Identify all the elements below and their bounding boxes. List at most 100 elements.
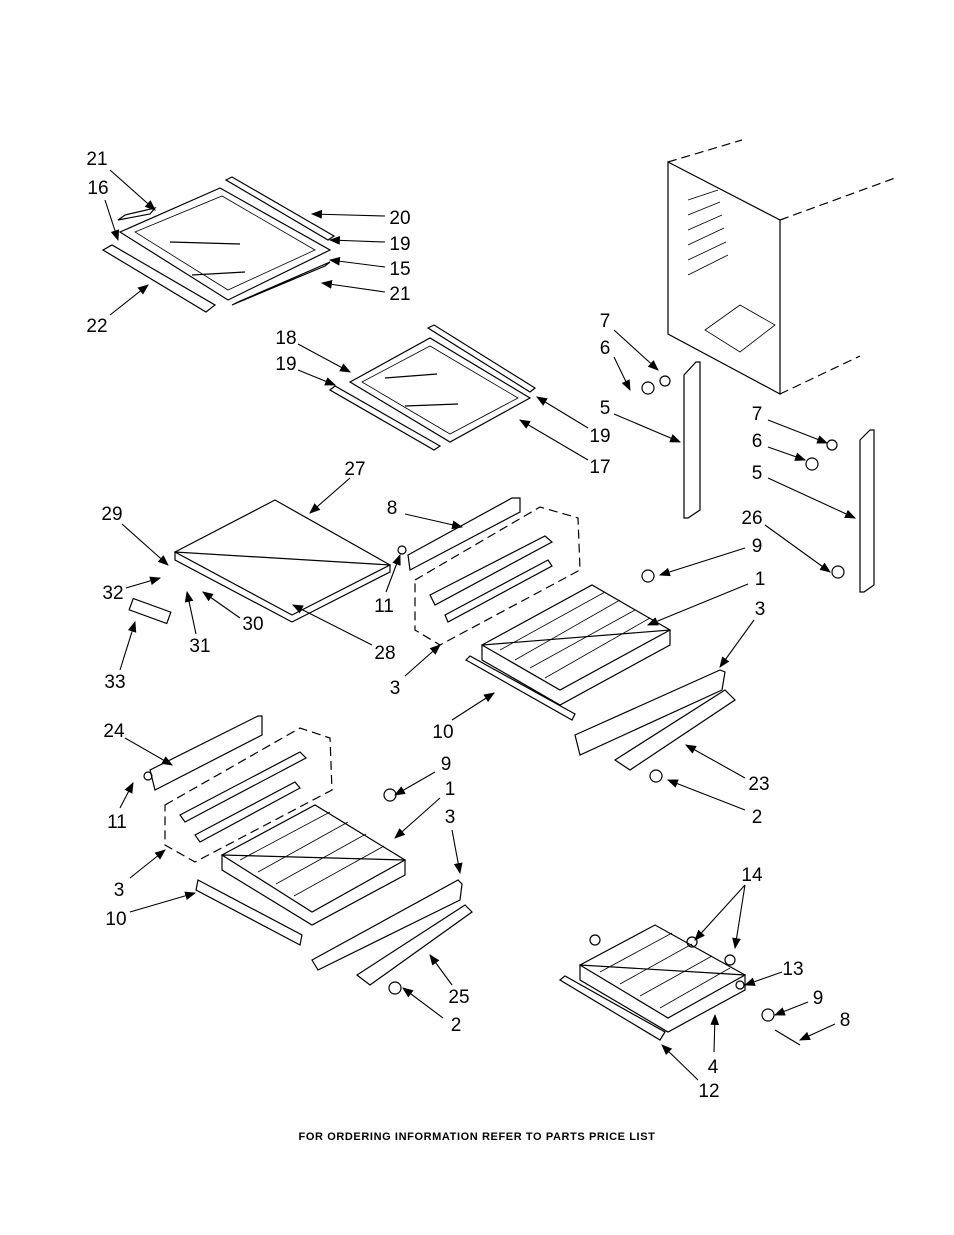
callout-number: 9 [752,536,763,557]
callout-number: 10 [105,909,126,930]
callout-3: 3 [390,644,441,699]
leader-arrow [328,235,386,245]
leader-arrow [767,446,807,461]
crisper-cover [128,499,392,625]
leader-arrow [773,1001,809,1016]
leader-arrow [109,169,156,211]
callout-11: 11 [107,782,134,833]
upper-glass-shelf-assembly [101,176,336,313]
vertical-rails [641,361,875,593]
callout-1: 1 [394,779,456,839]
callout-4: 4 [708,1013,720,1078]
callout-number: 16 [87,178,108,199]
lower-glass-shelf-assembly [328,324,537,451]
callout-19: 19 [328,234,411,255]
callout-number: 17 [589,457,610,478]
callout-5: 5 [600,398,682,443]
callout-9: 9 [658,536,763,577]
callout-30: 30 [202,591,264,635]
leader-arrow [661,1044,699,1081]
leader-arrow [613,413,682,443]
callout-number: 20 [389,208,410,229]
callout-27: 27 [309,459,366,514]
callout-number: 2 [451,1015,462,1036]
callout-5: 5 [752,463,856,519]
callout-number: 6 [600,338,611,359]
leader-arrow [719,619,755,668]
callout-number: 23 [748,774,769,795]
cabinet-liner [667,139,896,396]
callout-number: 2 [752,807,763,828]
bottom-tray-assembly [558,924,801,1046]
callout-number: 4 [708,1057,719,1078]
callout-number: 9 [441,754,452,775]
lower-drawer-slides [143,715,333,863]
leader-arrow [394,771,436,796]
leader-arrow [404,644,441,677]
callout-14: 14 [694,865,763,950]
callout-10: 10 [105,891,197,930]
callout-number: 28 [374,643,395,664]
callout-22: 22 [86,284,149,337]
callout-13: 13 [743,959,804,986]
leader-arrow [121,523,169,566]
callout-number: 7 [600,311,611,332]
leader-arrow [124,737,173,766]
callout-33: 33 [104,620,137,693]
callout-19: 19 [275,354,337,386]
callout-18: 18 [275,328,351,373]
callout-number: 26 [741,508,762,529]
leader-arrow [109,284,149,316]
ordering-footer-note: FOR ORDERING INFORMATION REFER TO PARTS … [298,1131,656,1143]
callout-number: 29 [101,504,122,525]
upper-wine-drawer [465,569,736,783]
callout-number: 13 [782,959,803,980]
leader-arrow [429,954,453,986]
callout-number: 25 [448,987,469,1008]
leader-arrow [292,604,373,646]
leader-arrow [202,591,241,619]
callout-6: 6 [752,431,807,461]
callout-1: 1 [646,569,766,626]
callout-15: 15 [328,256,411,280]
leader-arrow [536,396,589,429]
callout-3: 3 [445,807,463,875]
leader-arrow [743,971,783,986]
callout-31: 31 [184,590,211,657]
callout-number: 1 [755,569,766,590]
callout-20: 20 [310,208,411,229]
callout-number: 8 [840,1010,851,1031]
callout-number: 18 [275,328,296,349]
leader-arrow [310,209,386,219]
leader-arrow [710,1013,720,1053]
leader-arrow [394,797,441,839]
leader-arrow [646,583,749,626]
leader-arrow [119,620,137,671]
leader-arrow [297,369,337,386]
callout-number: 9 [813,988,824,1009]
leader-arrow [764,524,831,573]
callout-29: 29 [101,504,169,566]
callout-32: 32 [102,576,162,604]
leader-arrow [328,256,386,268]
callout-23: 23 [685,744,770,795]
callout-number: 30 [242,614,263,635]
callout-7: 7 [752,404,829,444]
leader-arrow [309,477,351,514]
leader-arrow [129,849,166,879]
leader-arrow [694,884,746,941]
callout-number: 32 [102,583,123,604]
callout-8: 8 [387,498,464,530]
leader-arrow [519,419,589,461]
leader-arrow [451,692,495,721]
callout-number: 11 [374,596,394,617]
callout-number: 31 [189,636,210,657]
leader-arrow [767,419,829,444]
callout-number: 10 [432,722,453,743]
leader-arrow [320,280,386,293]
leader-arrow [119,782,134,809]
callout-number: 1 [445,779,456,800]
leader-arrow [613,356,631,391]
